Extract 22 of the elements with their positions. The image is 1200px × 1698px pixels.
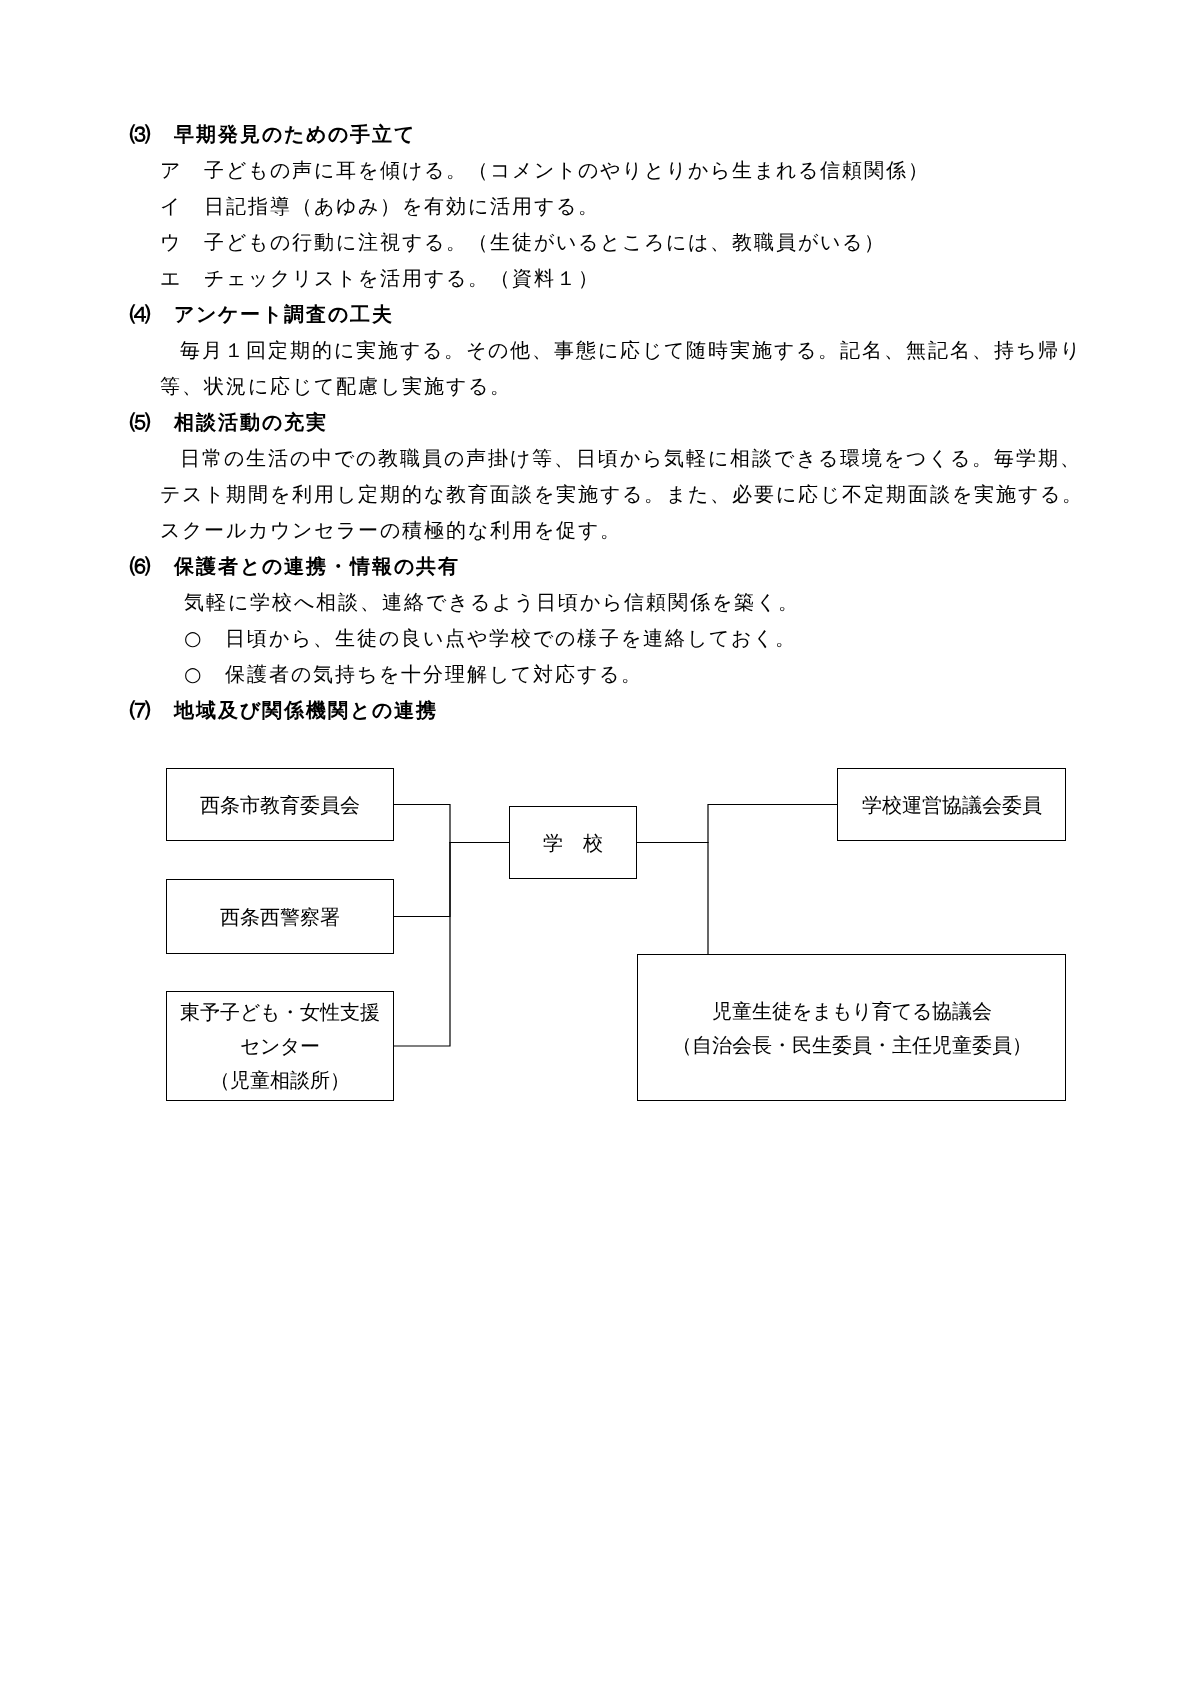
paragraph: 日常の生活の中での教職員の声掛け等、日頃から気軽に相談できる環境をつくる。毎学期、テスト期間を利用し定期的な教育面談を実施する。また、必要に応じ不定期面談を実施する。スクールカウンセラーの積極的な利用を促す。	[159, 445, 1085, 544]
list-item: ○ 保護者の気持ちを十分理解して対応する。	[183, 661, 645, 688]
section-heading: ⑸ 相談活動の充実	[130, 409, 329, 436]
list-item: ウ 子どもの行動に注視する。（生徒がいるところには、教職員がいる）	[159, 229, 887, 256]
organization-box: 学 校	[509, 806, 637, 879]
paragraph: 気軽に学校へ相談、連絡できるよう日頃から信頼関係を築く。	[183, 589, 801, 616]
organization-box: 西条市教育委員会	[166, 768, 394, 841]
paragraph: 毎月１回定期的に実施する。その他、事態に応じて随時実施する。記名、無記名、持ち帰り等、状況に応じて配慮し実施する。	[159, 337, 1083, 400]
organization-box: 学校運営協議会委員	[837, 768, 1066, 841]
list-item: エ チェックリストを活用する。（資料１）	[159, 265, 601, 292]
connector-line	[636, 841, 709, 955]
list-item: ○ 日頃から、生徒の良い点や学校での様子を連絡しておく。	[183, 625, 799, 652]
section-heading: ⑷ アンケート調査の工夫	[130, 301, 395, 328]
connector-line	[393, 841, 510, 1047]
organization-box: 児童生徒をまもり育てる協議会 （自治会長・民生委員・主任児童委員）	[637, 954, 1066, 1101]
section-heading: ⑶ 早期発見のための手立て	[130, 121, 417, 148]
organization-box: 東予子ども・女性支援センター （児童相談所）	[166, 991, 394, 1101]
section-heading: ⑹ 保護者との連携・情報の共有	[130, 553, 461, 580]
list-item: ア 子どもの声に耳を傾ける。（コメントのやりとりから生まれる信頼関係）	[159, 157, 931, 184]
organization-box: 西条西警察署	[166, 879, 394, 954]
section-heading: ⑺ 地域及び関係機関との連携	[130, 697, 439, 724]
list-item: イ 日記指導（あゆみ）を有効に活用する。	[159, 193, 601, 220]
